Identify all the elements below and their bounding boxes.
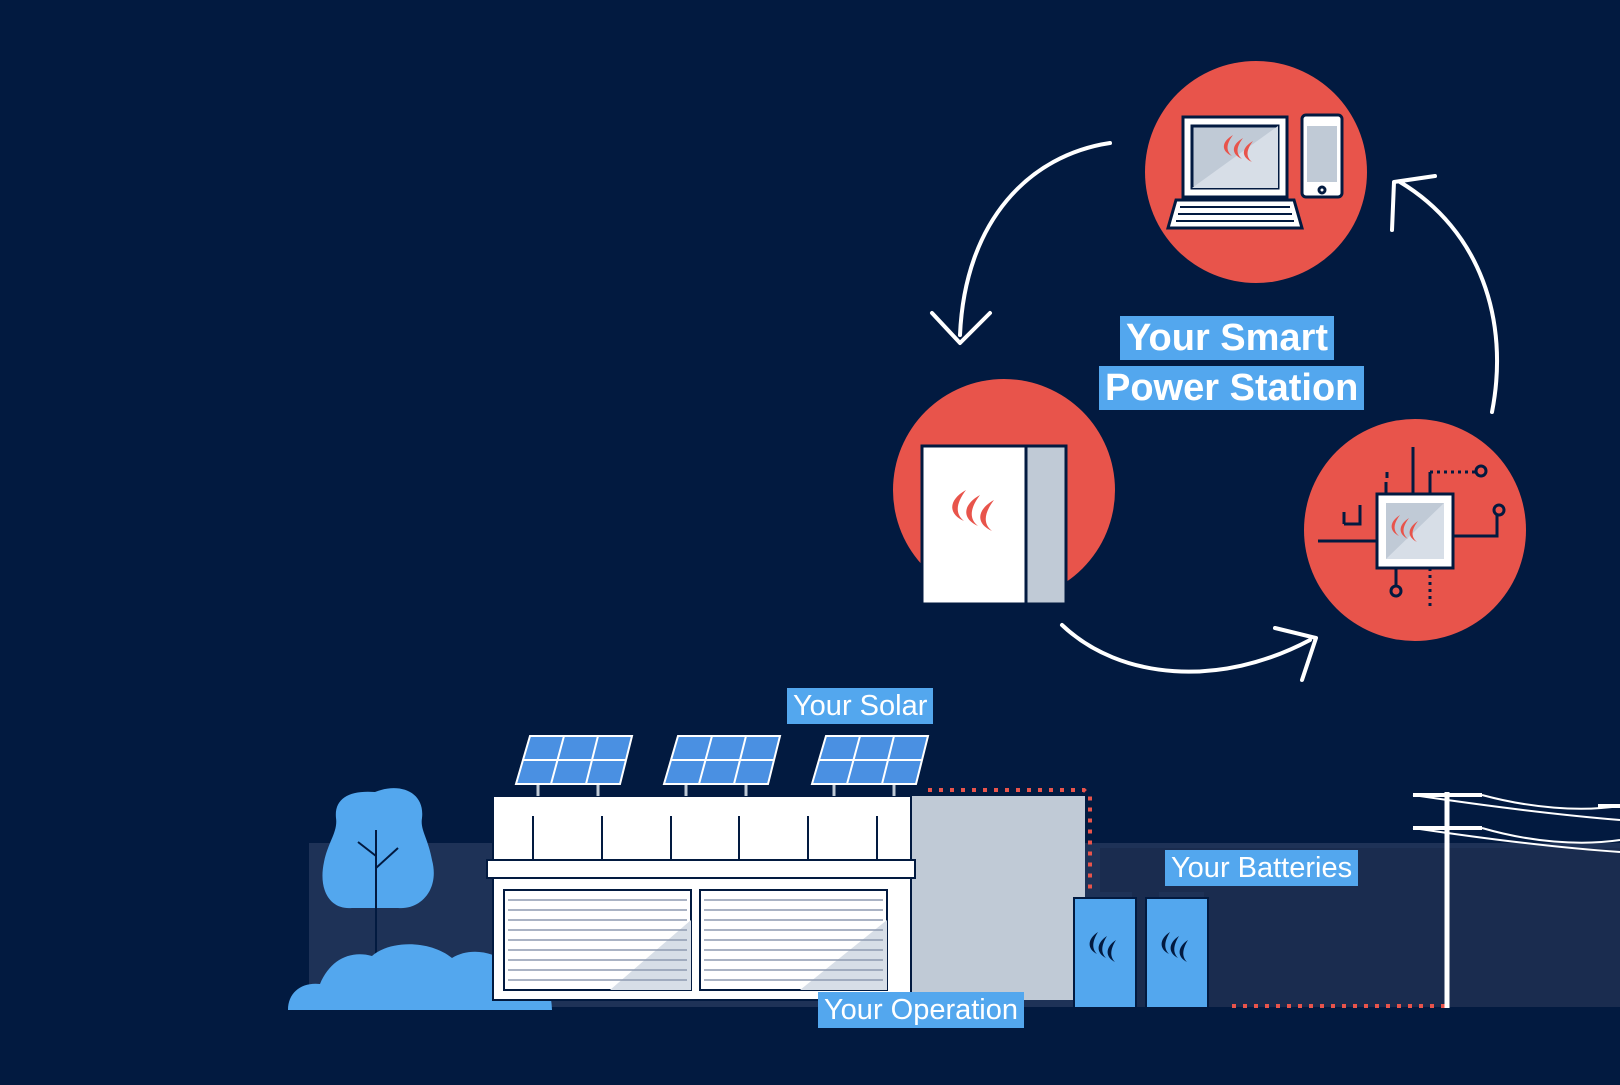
utility-pole-icon	[1412, 792, 1620, 1008]
solar-panels	[514, 735, 930, 796]
solar-panel	[514, 735, 634, 796]
power-cabinet-node	[893, 379, 1115, 606]
monitoring-devices-node	[1145, 61, 1367, 283]
arrow-left-to-right-head	[1273, 626, 1318, 682]
garage-door-slats	[508, 899, 883, 981]
flame-logo-icon	[952, 490, 994, 531]
batteries-label: Your Batteries	[1165, 850, 1359, 886]
arrow-top-to-left	[958, 141, 1112, 337]
flame-logo-icon	[1391, 515, 1418, 542]
laptop-and-phone-icon	[1166, 113, 1344, 230]
bush-icon	[288, 944, 552, 1010]
flame-logo-icon	[1089, 932, 1116, 962]
circuit-chip-icon	[1318, 447, 1506, 607]
solar-label: Your Solar	[787, 688, 934, 724]
flame-logo-icon	[1223, 135, 1253, 162]
smart-controller-node	[1304, 419, 1526, 641]
ground-scene	[288, 735, 1620, 1010]
smart-station-title-line2: Power Station	[1099, 366, 1365, 410]
arrow-left-to-right	[1060, 623, 1312, 674]
power-cabinet-icon	[920, 444, 1068, 606]
arrow-right-to-top-head	[1390, 174, 1437, 232]
smart-station-title-line1: Your Smart	[1120, 316, 1335, 360]
battery-unit	[1073, 892, 1137, 1009]
battery-unit	[1145, 892, 1209, 1009]
batteries	[1073, 892, 1232, 1009]
arrow-right-to-top	[1398, 180, 1500, 414]
arrow-top-to-left-head	[930, 311, 992, 345]
operation-label: Your Operation	[818, 992, 1025, 1028]
power-connection-line	[928, 788, 1445, 1008]
solar-panel	[662, 735, 782, 796]
flame-logo-icon	[1161, 932, 1188, 962]
solar-panel	[810, 735, 930, 796]
cycle-arrows	[930, 141, 1500, 682]
